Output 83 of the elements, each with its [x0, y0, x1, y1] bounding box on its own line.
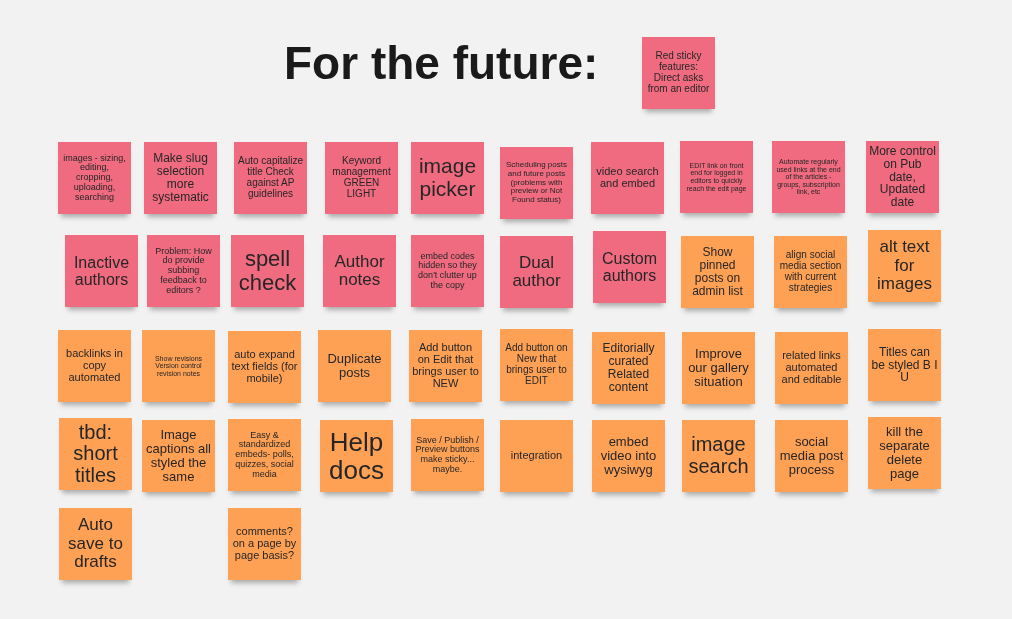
sticky-note — [318, 330, 391, 402]
note-text: Duplicate posts — [326, 351, 383, 381]
note-text: Keyword management GREEN LIGHT — [331, 156, 392, 200]
sticky-note — [147, 235, 220, 307]
note-text: auto expand text fields (for mobile) — [231, 349, 298, 385]
sticky-note — [228, 419, 301, 491]
sticky-note — [58, 330, 131, 402]
sticky-note — [774, 236, 847, 308]
note-text: video search and embed — [595, 166, 660, 190]
sticky-note — [411, 142, 484, 214]
sticky-note — [142, 420, 215, 492]
sticky-note — [320, 420, 393, 492]
note-text: images - sizing, editing, cropping, uploading, searching — [62, 153, 127, 203]
sticky-note — [325, 142, 398, 214]
sticky-note — [500, 236, 573, 308]
sticky-note — [868, 230, 941, 302]
note-text: Auto save to drafts — [67, 516, 124, 572]
sticky-note — [592, 420, 665, 492]
sticky-note — [592, 332, 665, 404]
note-text: social media post process — [778, 434, 845, 478]
note-text: alt text for images — [876, 238, 933, 294]
sticky-note — [411, 235, 484, 307]
note-text: spell check — [237, 247, 298, 295]
board-title: For the future: — [284, 40, 599, 86]
sticky-note — [323, 235, 396, 307]
sticky-note — [500, 420, 573, 492]
sticky-note — [59, 508, 132, 580]
note-text: embed codes hidden so they don't clutter up the copy — [417, 251, 478, 291]
sticky-note — [228, 508, 301, 580]
note-text: Image captions all styled the same — [145, 427, 212, 485]
sticky-note — [58, 142, 131, 214]
sticky-note — [500, 329, 573, 401]
note-text: integration — [510, 450, 563, 462]
note-text: Problem: How do provide subbing feedback to editors ? — [154, 246, 213, 296]
note-text: kill the separate delete page — [878, 424, 931, 482]
note-text: Auto capitalize title Check against AP guidelines — [237, 156, 304, 200]
sticky-note — [772, 141, 845, 213]
note-text: Show pinned posts on admin list — [691, 246, 744, 298]
note-text: Help docs — [328, 427, 385, 485]
sticky-note — [868, 329, 941, 401]
sticky-note — [411, 419, 484, 491]
sticky-note — [593, 231, 666, 303]
note-text: Editorially curated Related content — [601, 342, 656, 394]
sticky-note — [65, 235, 138, 307]
note-text: Titles can be styled B I U — [871, 345, 938, 385]
note-text: Custom authors — [600, 249, 659, 285]
note-text: Author notes — [333, 252, 386, 290]
note-text: backlinks in copy automated — [65, 348, 124, 384]
sticky-note — [642, 37, 715, 109]
note-text: Inactive authors — [72, 253, 131, 289]
note-text: align social media section with current strategies — [778, 250, 843, 294]
note-text: tbd: short titles — [72, 421, 119, 487]
sticky-note — [234, 142, 307, 214]
sticky-note — [142, 330, 215, 402]
sticky-note — [680, 141, 753, 213]
note-text: Add button on New that brings user to EDIT — [504, 343, 569, 387]
sticky-note — [682, 420, 755, 492]
sticky-note — [775, 420, 848, 492]
note-text: More control on Pub date, Updated date — [869, 144, 936, 210]
note-text: Save / Publish / Preview buttons make sticky... maybe. — [414, 435, 481, 475]
sticky-note — [228, 331, 301, 403]
sticky-note — [144, 142, 217, 214]
sticky-note — [500, 147, 573, 219]
note-text: Dual author — [511, 253, 562, 291]
sticky-note — [682, 332, 755, 404]
sticky-note — [231, 235, 304, 307]
note-text: related links automated and editable — [780, 350, 843, 386]
sticky-note — [775, 332, 848, 404]
note-text: Add button on Edit that brings user to NEW — [412, 342, 479, 390]
note-text: Scheduling posts and future posts (problems with preview or Not Found status) — [505, 161, 568, 205]
note-text: Make slug selection more systematic — [151, 152, 210, 204]
note-text: comments? on a page by page basis? — [231, 526, 298, 562]
note-text: image picker — [417, 155, 478, 201]
sticky-note — [59, 418, 132, 490]
sticky-note — [681, 236, 754, 308]
note-text: Improve our gallery situation — [687, 346, 750, 390]
note-text: Easy & standardized embeds- polls, quizzes, social media — [234, 430, 295, 480]
note-text: embed video into wysiwyg — [599, 434, 658, 478]
note-text: image search — [687, 434, 750, 478]
sticky-note — [868, 417, 941, 489]
note-text: Red sticky features: Direct asks from an editor — [646, 51, 711, 95]
sticky-note — [591, 142, 664, 214]
sticky-note — [409, 330, 482, 402]
